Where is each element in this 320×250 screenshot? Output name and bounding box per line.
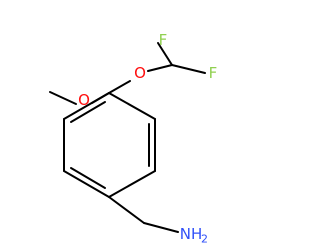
atom-label-layer: F F O O NH 2 [78, 31, 217, 246]
ch2-n-bond [143, 222, 179, 233]
bond-layer [49, 42, 206, 233]
amine-subscript-label: 2 [201, 233, 208, 246]
ring-bond-3 [108, 170, 156, 198]
ring-ch2-bond [108, 196, 145, 224]
ring-inner-double-3 [70, 101, 106, 123]
ring-bond-1 [108, 92, 156, 120]
cf-bond-1 [157, 42, 173, 66]
structure-canvas: F F O O NH 2 [49, 31, 217, 246]
oether-ring-bond [108, 80, 131, 94]
fluorine-atom-label-1: F [159, 31, 168, 49]
ring-inner-double-2 [70, 167, 106, 189]
cf-bond-2 [171, 64, 206, 74]
chemical-structure-diagram: F F O O NH 2 [49, 31, 217, 246]
methoxy-oxygen-label: O [78, 91, 90, 109]
ether-oxygen-label: O [134, 64, 146, 82]
c-oether-bond [147, 64, 173, 72]
ring-bond-6 [63, 92, 110, 120]
ring-bond-4 [63, 170, 110, 198]
amine-nitrogen-label: NH [180, 225, 203, 243]
omethoxy-methyl-bond [49, 91, 77, 105]
fluorine-atom-label-2: F [209, 64, 218, 82]
